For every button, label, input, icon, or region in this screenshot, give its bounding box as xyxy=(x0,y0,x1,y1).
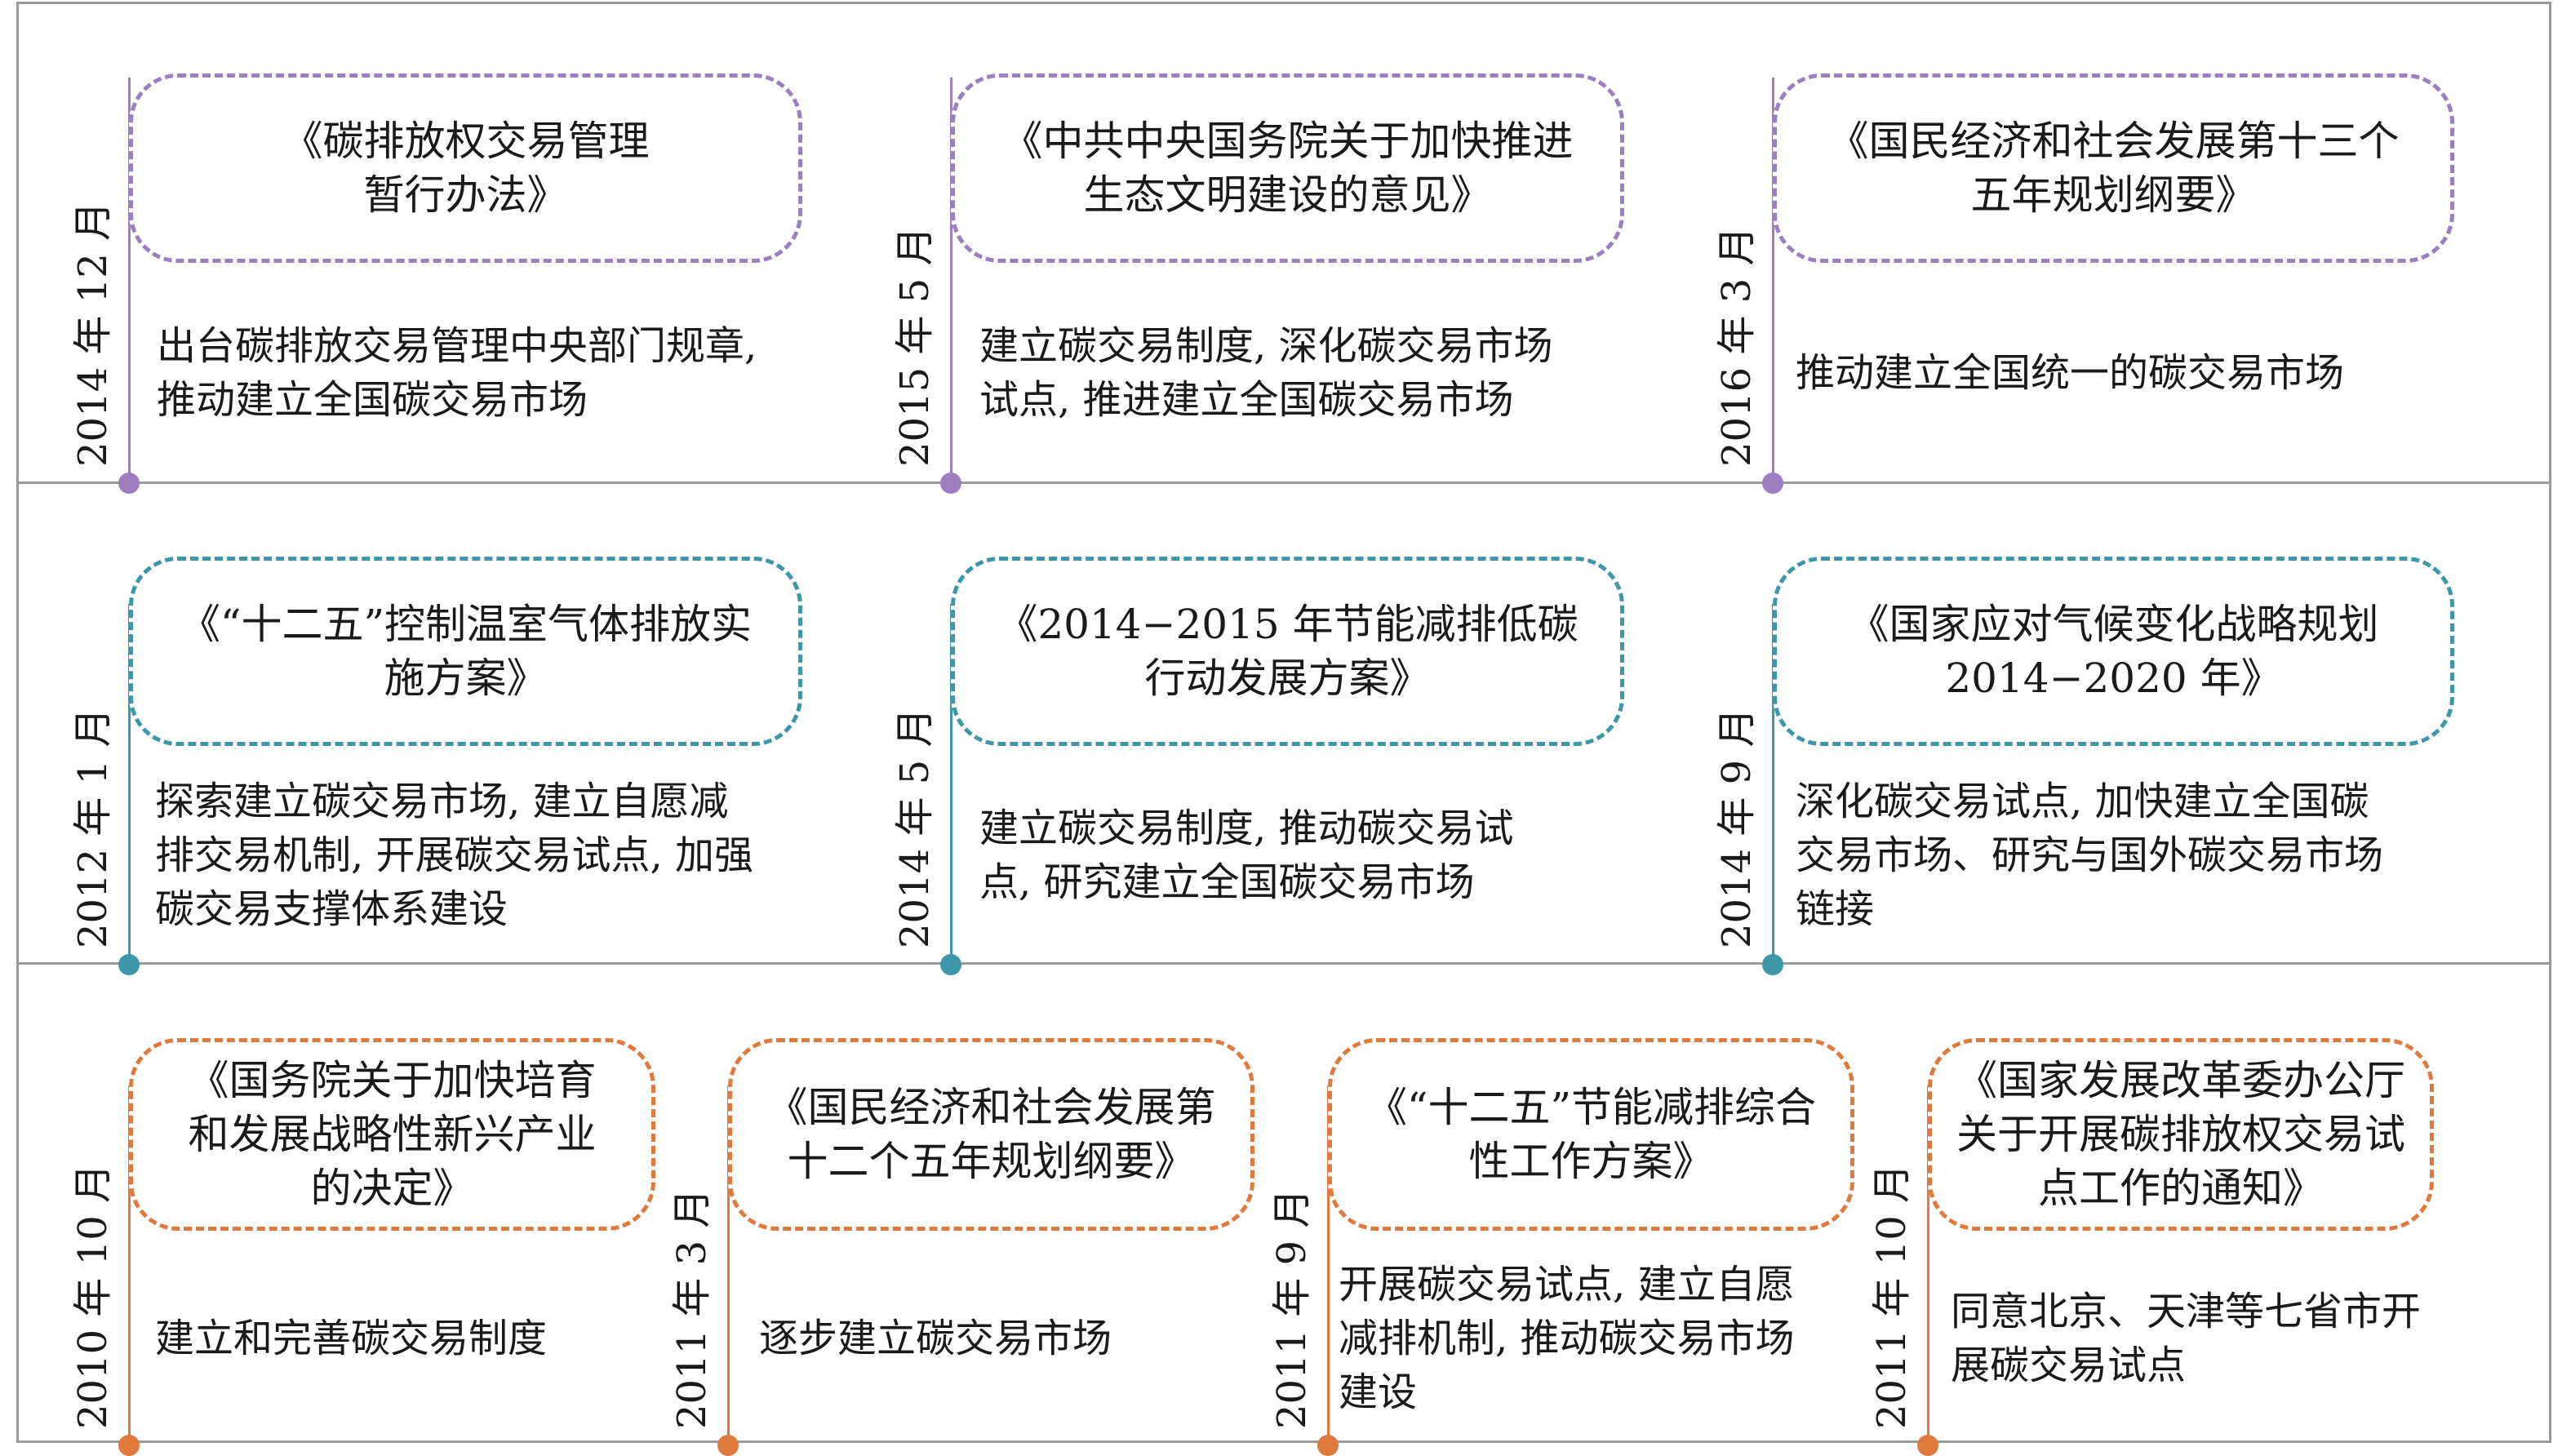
timeline-dot xyxy=(1317,1435,1339,1456)
timeline-dot xyxy=(1762,954,1783,975)
timeline-stem xyxy=(128,604,131,965)
timeline-stem xyxy=(128,78,131,483)
policy-description: 建立和完善碳交易制度 xyxy=(155,1312,677,1365)
policy-title-line: 《2014−2015 年节能减排低碳 xyxy=(997,601,1579,648)
policy-title-line: 《国家应对气候变化战略规划 xyxy=(1848,601,2379,648)
timeline-dot xyxy=(118,1435,140,1456)
policy-description-line: 试点, 推进建立全国碳交易市场 xyxy=(979,377,1514,423)
policy-title-line: 生态文明建设的意见》 xyxy=(1083,171,1492,219)
timeline-dot xyxy=(940,954,961,975)
policy-description: 出台碳排放交易管理中央部门规章, 推动建立全国碳交易市场 xyxy=(157,319,859,427)
timeline-stem xyxy=(1772,78,1774,483)
policy-description: 探索建立碳交易市场, 建立自愿减排交易机制, 开展碳交易试点, 加强碳交易支撑体… xyxy=(155,775,857,936)
policy-title-box: 《“十二五”节能减排综合性工作方案》 xyxy=(1328,1038,1854,1231)
policy-title-line: 《“十二五”节能减排综合 xyxy=(1365,1084,1817,1131)
policy-title-line: 《国务院关于加快培育 xyxy=(188,1057,597,1104)
timeline-stem xyxy=(727,1085,730,1445)
policy-description-line: 深化碳交易试点, 加快建立全国碳 xyxy=(1796,779,2369,824)
policy-description: 建立碳交易制度, 推动碳交易试点, 研究建立全国碳交易市场 xyxy=(979,801,1681,909)
timeline-dot xyxy=(717,1435,739,1456)
policy-title-line: 点工作的通知》 xyxy=(2038,1165,2324,1212)
policy-title-line: 五年规划纲要》 xyxy=(1970,171,2257,219)
timeline-stem xyxy=(1927,1085,1929,1445)
policy-description: 推动建立全国统一的碳交易市场 xyxy=(1796,346,2498,400)
policy-description-line: 交易市场、研究与国外碳交易市场 xyxy=(1796,832,2384,878)
policy-title-box: 《国民经济和社会发展第十三个五年规划纲要》 xyxy=(1773,73,2454,263)
policy-title-line: 施方案》 xyxy=(384,655,548,702)
policy-title-line: 行动发展方案》 xyxy=(1144,655,1431,702)
policy-description-line: 点, 研究建立全国碳交易市场 xyxy=(979,859,1475,905)
policy-title-box: 《国家应对气候变化战略规划 2014−2020 年》 xyxy=(1773,557,2454,746)
diagram-frame xyxy=(16,2,2551,1443)
policy-description: 逐步建立碳交易市场 xyxy=(759,1312,1281,1365)
policy-title-line: 2014−2020 年》 xyxy=(1945,655,2282,702)
date-label: 2014 年 12 月 xyxy=(70,201,116,467)
date-label: 2012 年 1 月 xyxy=(70,708,116,948)
policy-title-line: 关于开展碳排放权交易试 xyxy=(1956,1111,2405,1158)
policy-title-line: 《中共中央国务院关于加快推进 xyxy=(1001,118,1574,165)
timeline-stem xyxy=(1772,604,1774,965)
policy-title-box: 《“十二五”控制温室气体排放实施方案》 xyxy=(129,557,802,746)
date-label: 2014 年 9 月 xyxy=(1714,708,1760,948)
timeline-dot xyxy=(1762,473,1783,494)
policy-description-line: 建立和完善碳交易制度 xyxy=(155,1316,548,1361)
policy-description-line: 逐步建立碳交易市场 xyxy=(759,1316,1112,1361)
policy-description-line: 开展碳交易试点, 建立自愿 xyxy=(1339,1262,1795,1307)
policy-description-line: 建设 xyxy=(1339,1369,1418,1415)
policy-title-line: 《“十二五”控制温室气体排放实 xyxy=(179,601,753,648)
policy-title-box: 《碳排放权交易管理暂行办法》 xyxy=(129,73,802,263)
date-label: 2014 年 5 月 xyxy=(892,708,938,948)
policy-description: 开展碳交易试点, 建立自愿减排机制, 推动碳交易市场建设 xyxy=(1339,1258,1877,1419)
policy-title-line: 《碳排放权交易管理 xyxy=(282,118,650,165)
policy-description-line: 出台碳排放交易管理中央部门规章, xyxy=(157,323,757,369)
policy-description-line: 同意北京、天津等七省市开 xyxy=(1951,1289,2422,1334)
policy-title-line: 十二个五年规划纲要》 xyxy=(787,1138,1196,1185)
policy-description: 深化碳交易试点, 加快建立全国碳交易市场、研究与国外碳交易市场链接 xyxy=(1796,775,2498,936)
date-label: 2016 年 3 月 xyxy=(1714,226,1760,467)
date-label: 2015 年 5 月 xyxy=(892,226,938,467)
policy-description-line: 探索建立碳交易市场, 建立自愿减 xyxy=(155,779,729,824)
policy-description-line: 建立碳交易制度, 深化碳交易市场 xyxy=(979,323,1553,369)
timeline-stem xyxy=(1327,1085,1330,1445)
policy-title-line: 《国民经济和社会发展第 xyxy=(766,1084,1216,1131)
timeline-dot xyxy=(118,954,140,975)
policy-title-line: 《国民经济和社会发展第十三个 xyxy=(1827,118,2400,165)
policy-title-box: 《国家发展改革委办公厅关于开展碳排放权交易试点工作的通知》 xyxy=(1928,1038,2434,1231)
policy-title-line: 性工作方案》 xyxy=(1468,1138,1714,1185)
timeline-dot xyxy=(118,473,140,494)
policy-description-line: 排交易机制, 开展碳交易试点, 加强 xyxy=(155,832,754,878)
policy-title-box: 《2014−2015 年节能减排低碳行动发展方案》 xyxy=(951,557,1624,746)
policy-description: 同意北京、天津等七省市开展碳交易试点 xyxy=(1951,1285,2489,1392)
timeline-dot xyxy=(940,473,961,494)
policy-description-line: 减排机制, 推动碳交易市场 xyxy=(1339,1316,1795,1361)
policy-title-line: 和发展战略性新兴产业 xyxy=(188,1111,597,1158)
policy-title-line: 的决定》 xyxy=(310,1165,474,1212)
date-label: 2011 年 10 月 xyxy=(1869,1163,1915,1429)
policy-title-box: 《中共中央国务院关于加快推进生态文明建设的意见》 xyxy=(951,73,1624,263)
row-divider-2 xyxy=(16,962,2551,965)
policy-title-box: 《国民经济和社会发展第十二个五年规划纲要》 xyxy=(728,1038,1254,1231)
policy-title-line: 暂行办法》 xyxy=(363,171,568,219)
policy-description-line: 碳交易支撑体系建设 xyxy=(155,886,508,932)
row-divider-1 xyxy=(16,482,2551,484)
date-label: 2011 年 3 月 xyxy=(669,1188,715,1429)
policy-description-line: 链接 xyxy=(1796,886,1875,932)
policy-description-line: 展碳交易试点 xyxy=(1951,1343,2187,1388)
timeline-stem xyxy=(950,604,952,965)
policy-title-box: 《国务院关于加快培育和发展战略性新兴产业的决定》 xyxy=(129,1038,655,1231)
timeline-stem xyxy=(950,78,952,483)
policy-description-line: 建立碳交易制度, 推动碳交易试 xyxy=(979,806,1514,851)
date-label: 2011 年 9 月 xyxy=(1269,1188,1315,1429)
policy-description-line: 推动建立全国统一的碳交易市场 xyxy=(1796,350,2345,396)
policy-description-line: 推动建立全国碳交易市场 xyxy=(157,377,588,423)
timeline-dot xyxy=(1917,1435,1938,1456)
policy-title-line: 《国家发展改革委办公厅 xyxy=(1956,1057,2405,1104)
timeline-stem xyxy=(128,1085,131,1445)
policy-description: 建立碳交易制度, 深化碳交易市场试点, 推进建立全国碳交易市场 xyxy=(979,319,1681,427)
date-label: 2010 年 10 月 xyxy=(70,1163,116,1429)
